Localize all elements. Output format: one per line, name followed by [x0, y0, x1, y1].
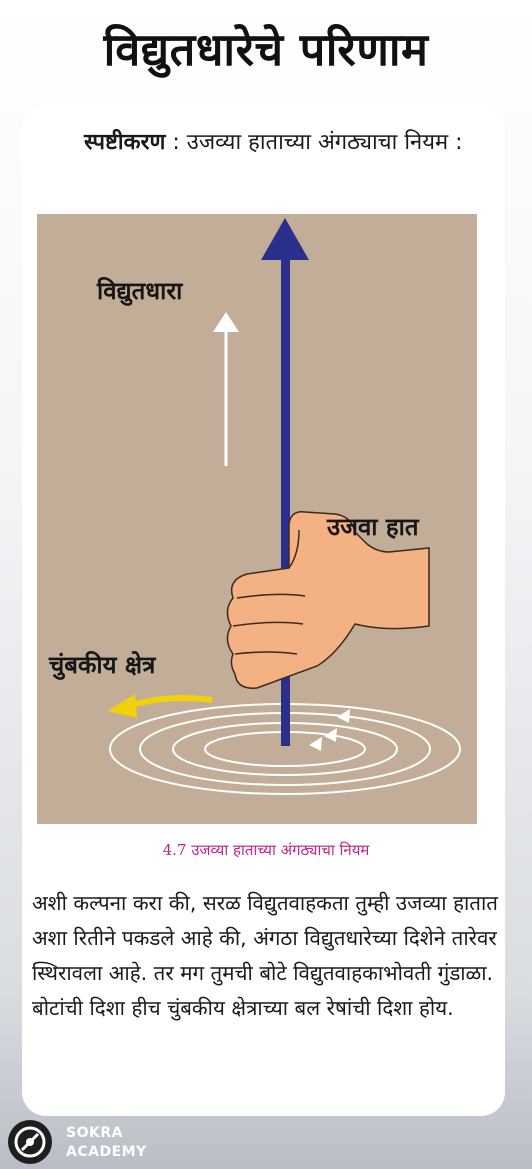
- explanation: स्पष्टीकरण : उजव्या हाताच्या अंगठ्याचा न…: [30, 126, 500, 160]
- explanation-paragraph: अशी कल्पना करा की, सरळ विद्युतवाहकता तुम…: [32, 891, 498, 1020]
- explanation-text: : उजव्या हाताच्या अंगठ्याचा नियम :: [165, 130, 463, 155]
- sokra-logo-icon: [8, 1120, 52, 1164]
- brand-name: SOKRA ACADEMY: [66, 1125, 147, 1160]
- explanation-lead: स्पष्टीकरण: [84, 130, 166, 155]
- field-arrow-icon: [107, 694, 213, 718]
- current-arrow-icon: [213, 312, 239, 466]
- label-current: विद्युतधारा: [97, 277, 183, 305]
- figure-illustration: [107, 218, 461, 795]
- field-direction-arrows: [309, 709, 350, 751]
- page-title: विद्युतधारेचे परिणाम: [103, 23, 429, 76]
- figure-caption: 4.7 उजव्या हाताच्या अंगठ्याचा नियम: [162, 841, 370, 859]
- right-hand-icon: [226, 511, 430, 689]
- label-right-hand: उजवा हात: [327, 513, 419, 541]
- right-hand-rule-figure: विद्युतधारा उजवा हात चुंबकीय क्षेत्र: [37, 214, 477, 824]
- conductor-wire: [261, 218, 309, 746]
- label-magnetic-field: चुंबकीय क्षेत्र: [49, 651, 156, 679]
